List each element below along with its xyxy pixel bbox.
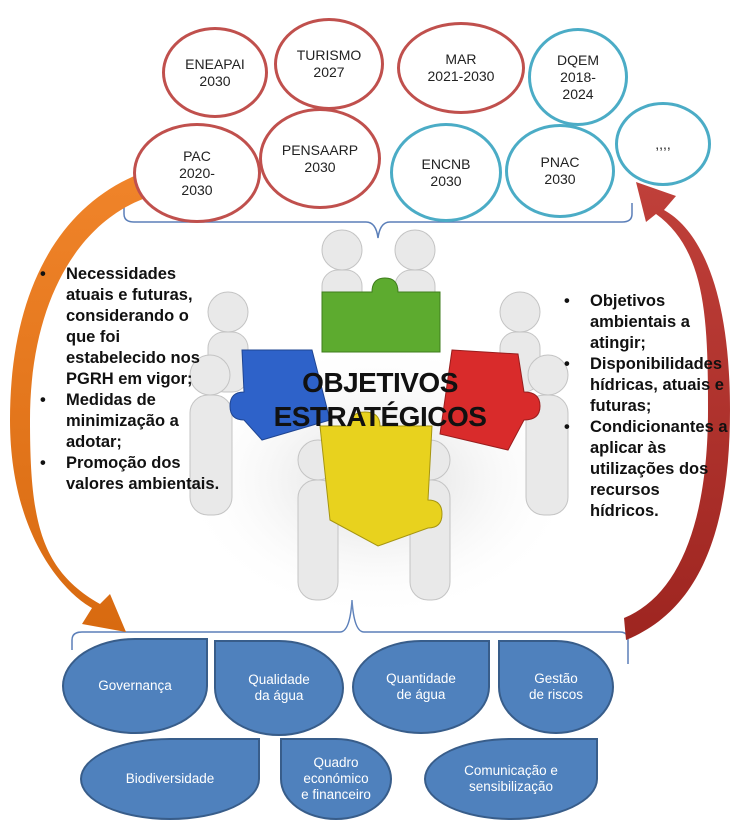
plan-dqem: DQEM 2018- 2024 (528, 28, 628, 126)
plan-eneapai: ENEAPAI 2030 (162, 27, 268, 118)
area-quadro: Quadro económico e financeiro (280, 738, 392, 820)
plan-encnb: ENCNB 2030 (390, 123, 502, 222)
plan-pensaarp: PENSAARP 2030 (259, 108, 381, 209)
plan-turismo: TURISMO 2027 (274, 18, 384, 110)
left-bullet-1: Necessidades atuais e futuras, considera… (38, 264, 220, 390)
yellow-puzzle-piece (319, 411, 443, 547)
area-quantidade: Quantidade de água (352, 640, 490, 734)
area-riscos: Gestão de riscos (498, 640, 614, 734)
blue-puzzle-piece (229, 349, 331, 441)
red-puzzle-piece (439, 349, 541, 451)
plans-bracket (123, 203, 633, 239)
area-biodiversidade: Biodiversidade (80, 738, 260, 820)
area-qualidade: Qualidade da água (214, 640, 344, 736)
right-bullet-3: Condicionantes a aplicar às utilizações … (562, 417, 732, 522)
plan-etc: ,,,, (615, 102, 711, 186)
left-bullet-2: Medidas de minimização a adotar; (38, 390, 220, 453)
plan-pnac: PNAC 2030 (505, 124, 615, 218)
green-puzzle-piece (321, 277, 441, 353)
center-title-line2: ESTRATÉGICOS (273, 401, 487, 432)
right-bullet-1: Objetivos ambientais a atingir; (562, 291, 732, 354)
left-bullet-3: Promoção dos valores ambientais. (38, 453, 220, 495)
plan-mar: MAR 2021-2030 (397, 22, 525, 114)
left-bullet-list: Necessidades atuais e futuras, considera… (38, 264, 220, 495)
area-comunicacao: Comunicação e sensibilização (424, 738, 598, 820)
center-title-line1: OBJETIVOS (302, 367, 458, 398)
plan-pac: PAC 2020- 2030 (133, 123, 261, 223)
right-bullet-2: Disponibilidades hídricas, atuais e futu… (562, 354, 732, 417)
right-bullet-list: Objetivos ambientais a atingir; Disponib… (562, 291, 732, 522)
area-governanca: Governança (62, 638, 208, 734)
